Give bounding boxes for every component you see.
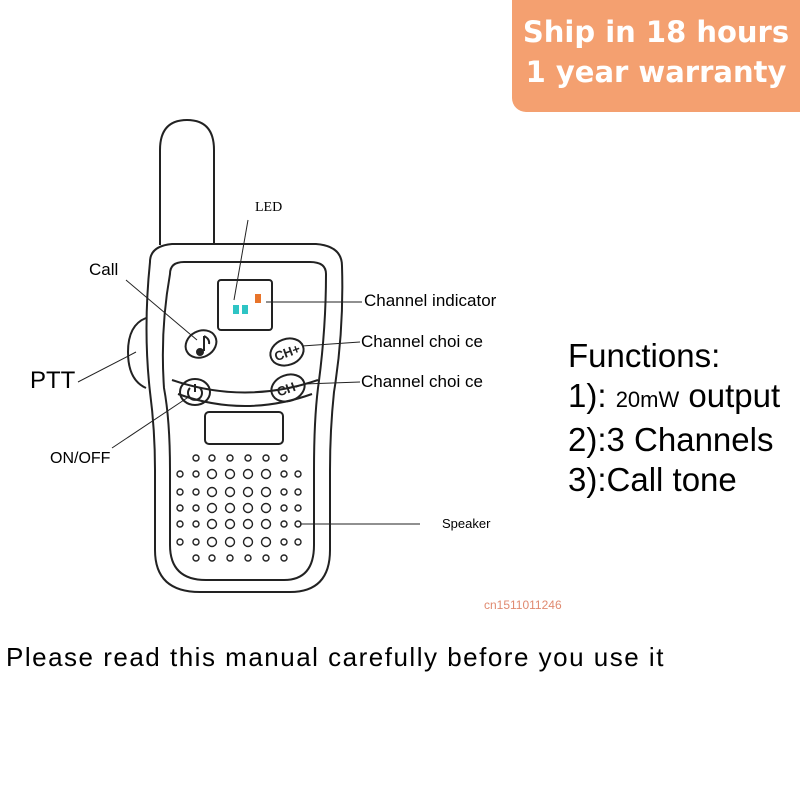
led-label: LED bbox=[255, 200, 283, 215]
badge-warranty-text: 1 year warranty bbox=[525, 55, 787, 89]
speaker-hole bbox=[224, 502, 236, 514]
ptt-knob bbox=[126, 317, 147, 389]
speaker-hole bbox=[206, 502, 218, 514]
speaker-hole bbox=[192, 488, 200, 496]
speaker-hole bbox=[192, 554, 200, 562]
call-label: Call bbox=[89, 260, 119, 279]
function-item-1-power: 20mW bbox=[615, 387, 680, 412]
speaker-hole bbox=[206, 518, 218, 530]
speaker-hole bbox=[176, 488, 184, 496]
led-light-3 bbox=[255, 294, 261, 303]
speaker-hole bbox=[260, 468, 272, 480]
speaker-hole bbox=[242, 536, 254, 548]
call-leader bbox=[125, 279, 198, 341]
antenna bbox=[159, 118, 215, 245]
speaker-hole bbox=[176, 520, 184, 528]
speaker-hole bbox=[280, 520, 288, 528]
function-item-2: 2):3 Channels bbox=[568, 421, 774, 458]
speaker-hole bbox=[208, 454, 216, 462]
speaker-hole bbox=[262, 454, 270, 462]
speaker-hole bbox=[206, 536, 218, 548]
speaker-hole bbox=[224, 536, 236, 548]
speaker-hole bbox=[294, 538, 302, 546]
ch-minus-button[interactable] bbox=[268, 370, 309, 406]
speaker-hole bbox=[262, 554, 270, 562]
face-curve bbox=[171, 379, 319, 394]
speaker-hole bbox=[208, 554, 216, 562]
channel-choice-up-leader bbox=[301, 341, 361, 347]
speaker-grille bbox=[176, 454, 302, 562]
promo-badge: Ship in 18 hours 1 year warranty bbox=[512, 0, 800, 112]
speaker-hole bbox=[280, 504, 288, 512]
manual-notice: Please read this manual carefully before… bbox=[6, 642, 665, 672]
speaker-hole bbox=[294, 504, 302, 512]
body-outline bbox=[145, 243, 344, 593]
speaker-hole bbox=[206, 486, 218, 498]
speaker-hole bbox=[260, 518, 272, 530]
badge-ship-text: Ship in 18 hours bbox=[522, 15, 790, 49]
on-off-label: ON/OFF bbox=[50, 450, 111, 467]
channel-choice-down-leader bbox=[303, 381, 361, 385]
channel-choice-down-label: Channel choi ce bbox=[361, 372, 483, 391]
power-icon bbox=[187, 384, 203, 401]
ptt-leader bbox=[77, 351, 137, 383]
function-item-1-suffix: output bbox=[679, 377, 781, 414]
led-light-1 bbox=[233, 305, 239, 314]
functions-list: Functions: 1): 20mW output 2):3 Channels… bbox=[568, 336, 780, 500]
channel-indicator-label: Channel indicator bbox=[364, 291, 497, 310]
speaker-hole bbox=[176, 538, 184, 546]
speaker-hole bbox=[192, 454, 200, 462]
speaker-hole bbox=[280, 470, 288, 478]
speaker-hole bbox=[226, 454, 234, 462]
music-note-icon bbox=[196, 335, 211, 356]
speaker-hole bbox=[280, 454, 288, 462]
speaker-hole bbox=[242, 518, 254, 530]
speaker-hole bbox=[206, 468, 218, 480]
function-item-1: 1): 20mW output bbox=[568, 376, 780, 420]
speaker-hole bbox=[224, 468, 236, 480]
on-off-leader bbox=[111, 395, 191, 449]
channel-choice-up-label: Channel choi ce bbox=[361, 332, 483, 351]
led-leader bbox=[233, 219, 249, 301]
speaker-hole bbox=[242, 502, 254, 514]
led-window bbox=[217, 279, 273, 331]
speaker-hole bbox=[176, 504, 184, 512]
call-button[interactable] bbox=[181, 325, 221, 363]
speaker-hole bbox=[280, 554, 288, 562]
function-item-1-prefix: 1): bbox=[568, 377, 616, 414]
power-button[interactable] bbox=[179, 378, 211, 406]
speaker-hole bbox=[280, 488, 288, 496]
speaker-hole bbox=[226, 554, 234, 562]
speaker-hole bbox=[242, 468, 254, 480]
functions-title: Functions: bbox=[568, 337, 721, 374]
speaker-hole bbox=[176, 470, 184, 478]
speaker-hole bbox=[192, 504, 200, 512]
speaker-hole bbox=[224, 518, 236, 530]
speaker-hole bbox=[224, 486, 236, 498]
speaker-hole bbox=[280, 538, 288, 546]
speaker-hole bbox=[192, 470, 200, 478]
display-window bbox=[204, 411, 284, 445]
speaker-hole bbox=[242, 486, 254, 498]
speaker-hole bbox=[244, 554, 252, 562]
speaker-hole bbox=[260, 502, 272, 514]
ch-minus-label: CH- bbox=[275, 377, 302, 399]
function-item-3: 3):Call tone bbox=[568, 461, 737, 498]
speaker-hole bbox=[294, 488, 302, 496]
speaker-hole bbox=[260, 536, 272, 548]
seller-watermark: cn1511011246 bbox=[484, 598, 562, 612]
led-light-2 bbox=[242, 305, 248, 314]
speaker-hole bbox=[244, 454, 252, 462]
speaker-hole bbox=[260, 486, 272, 498]
speaker-hole bbox=[294, 470, 302, 478]
body-inner-outline bbox=[161, 261, 328, 581]
speaker-hole bbox=[192, 538, 200, 546]
ptt-label: PTT bbox=[30, 367, 76, 394]
speaker-hole bbox=[192, 520, 200, 528]
speaker-label: Speaker bbox=[442, 516, 491, 531]
speaker-hole bbox=[294, 520, 302, 528]
